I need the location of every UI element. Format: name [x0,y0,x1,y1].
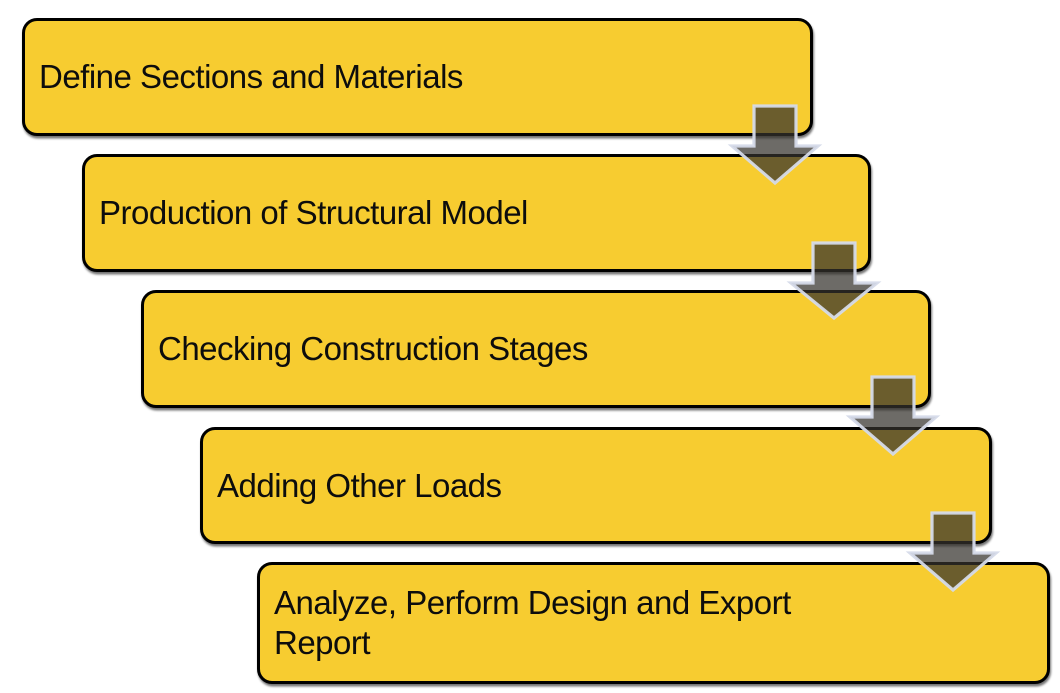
flow-step-4: Adding Other Loads [200,427,992,544]
flow-step-1-label: Define Sections and Materials [39,58,463,96]
flow-step-1: Define Sections and Materials [22,18,813,136]
flow-step-4-label: Adding Other Loads [217,466,502,504]
flow-step-3-label: Checking Construction Stages [158,330,588,368]
flow-step-3: Checking Construction Stages [141,290,931,408]
flow-step-2: Production of Structural Model [82,154,871,272]
flow-step-5: Analyze, Perform Design and Export Repor… [257,562,1050,684]
flow-step-2-label: Production of Structural Model [99,194,528,232]
flow-step-5-label: Analyze, Perform Design and Export Repor… [274,584,791,661]
